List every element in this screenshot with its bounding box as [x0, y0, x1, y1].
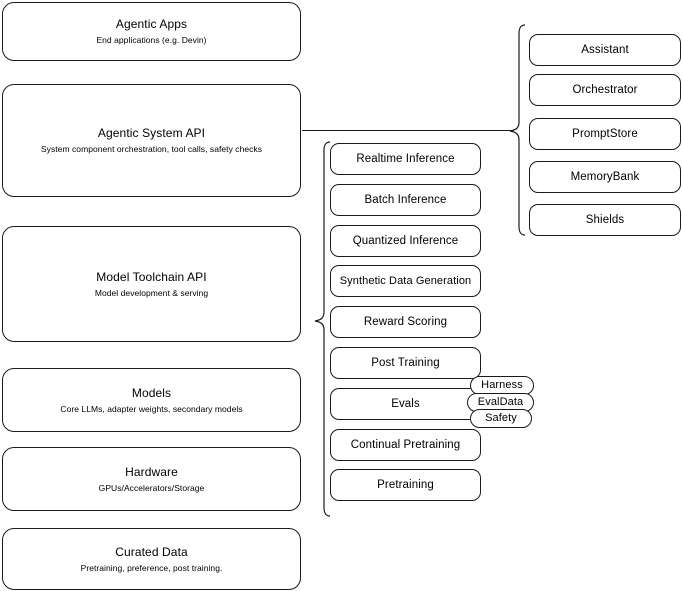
layer-title: Agentic System API [97, 126, 206, 140]
toolchain-chip-evals[interactable]: Evals [330, 388, 481, 420]
layer-subtitle: Pretraining, preference, post training. [80, 562, 223, 573]
layer-subtitle: GPUs/Accelerators/Storage [98, 482, 205, 493]
layer-box-hardware[interactable]: Hardware GPUs/Accelerators/Storage [2, 447, 301, 511]
layer-subtitle: Core LLMs, adapter weights, secondary mo… [60, 403, 243, 414]
agentic-chip-memorybank[interactable]: MemoryBank [529, 161, 681, 193]
layer-subtitle: System component orchestration, tool cal… [40, 144, 263, 154]
agentic-chip-assistant[interactable]: Assistant [529, 34, 681, 66]
toolchain-chip-quantized-inference[interactable]: Quantized Inference [330, 225, 481, 257]
toolchain-chip-batch-inference[interactable]: Batch Inference [330, 184, 481, 216]
layer-box-agentic-system-api[interactable]: Agentic System API System component orch… [2, 84, 301, 197]
agentic-chip-orchestrator[interactable]: Orchestrator [529, 74, 681, 106]
layer-box-agentic-apps[interactable]: Agentic Apps End applications (e.g. Devi… [2, 2, 301, 61]
layer-box-model-toolchain-api[interactable]: Model Toolchain API Model development & … [2, 226, 301, 342]
toolchain-chip-realtime-inference[interactable]: Realtime Inference [330, 143, 481, 175]
layer-title: Agentic Apps [115, 17, 188, 31]
connector-line-agentic-system [302, 130, 514, 131]
bracket-toolchain [314, 141, 331, 517]
layer-box-models[interactable]: Models Core LLMs, adapter weights, secon… [2, 368, 301, 432]
layer-title: Model Toolchain API [96, 269, 207, 284]
layer-subtitle: Model development & serving [94, 287, 209, 298]
toolchain-chip-synthetic-data-generation[interactable]: Synthetic Data Generation [330, 265, 481, 297]
layer-title: Hardware [125, 464, 178, 479]
layer-box-curated-data[interactable]: Curated Data Pretraining, preference, po… [2, 528, 301, 590]
evals-pill-evaldata[interactable]: EvalData [467, 393, 534, 412]
toolchain-chip-reward-scoring[interactable]: Reward Scoring [330, 306, 481, 338]
layer-subtitle: End applications (e.g. Devin) [96, 35, 207, 45]
agentic-chip-promptstore[interactable]: PromptStore [529, 118, 681, 150]
layer-title: Models [131, 385, 172, 400]
evals-pill-safety[interactable]: Safety [470, 409, 532, 428]
layer-title: Curated Data [115, 544, 188, 559]
bracket-agentic-system [509, 24, 526, 236]
toolchain-chip-pretraining[interactable]: Pretraining [330, 469, 481, 501]
agentic-chip-shields[interactable]: Shields [529, 204, 681, 236]
toolchain-chip-post-training[interactable]: Post Training [330, 347, 481, 379]
toolchain-chip-continual-pretraining[interactable]: Continual Pretraining [330, 429, 481, 461]
